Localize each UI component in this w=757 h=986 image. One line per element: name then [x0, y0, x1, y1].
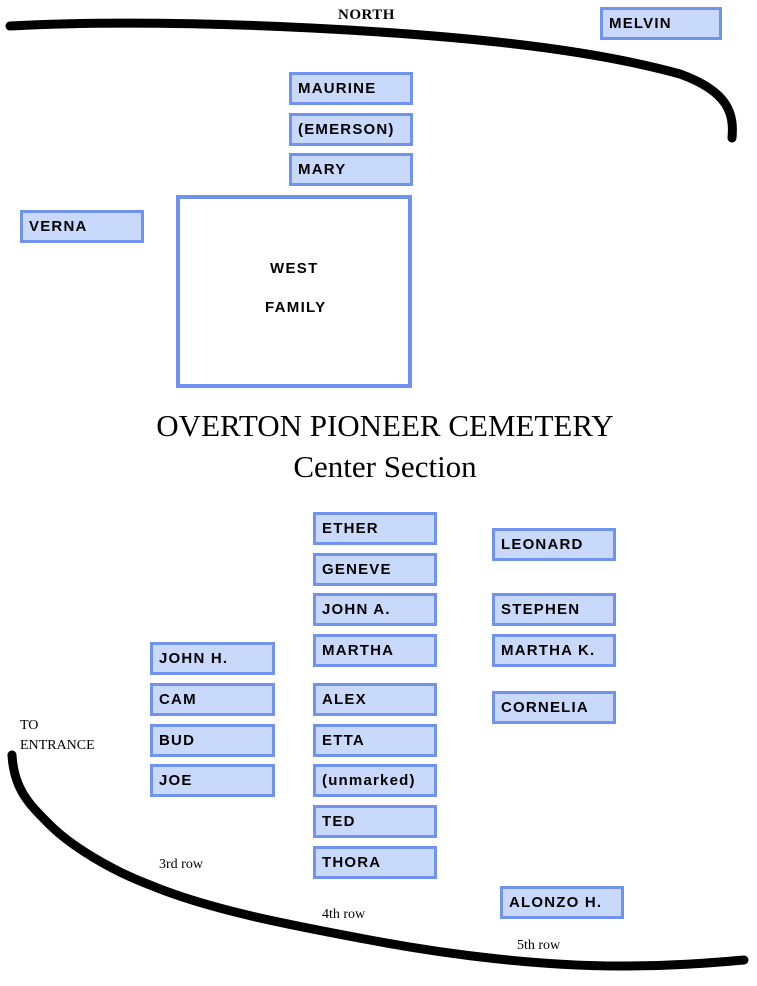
grave-john-a[interactable]: JOHN A.	[313, 593, 437, 626]
north-label: NORTH	[338, 7, 395, 23]
west-family-plot[interactable]	[176, 195, 412, 388]
west-family-label-line2: FAMILY	[265, 299, 327, 316]
grave-joe[interactable]: JOE	[150, 764, 275, 797]
grave-unmarked[interactable]: (unmarked)	[313, 764, 437, 797]
grave-melvin[interactable]: MELVIN	[600, 7, 722, 40]
grave-mary[interactable]: MARY	[289, 153, 413, 186]
grave-stephen[interactable]: STEPHEN	[492, 593, 616, 626]
grave-verna[interactable]: VERNA	[20, 210, 144, 243]
grave-leonard[interactable]: LEONARD	[492, 528, 616, 561]
row-label-5th: 5th row	[517, 938, 561, 953]
grave-alonzo-h[interactable]: ALONZO H.	[500, 886, 624, 919]
south-boundary-line	[7, 750, 749, 971]
map-title: OVERTON PIONEER CEMETERY	[156, 408, 614, 443]
entrance-label-line1: TO	[20, 718, 39, 733]
grave-alex[interactable]: ALEX	[313, 683, 437, 716]
grave-geneve[interactable]: GENEVE	[313, 553, 437, 586]
north-boundary-line	[5, 18, 737, 143]
row-label-4th: 4th row	[322, 907, 366, 922]
grave-cornelia[interactable]: CORNELIA	[492, 691, 616, 724]
row-label-3rd: 3rd row	[159, 857, 203, 872]
grave-cam[interactable]: CAM	[150, 683, 275, 716]
grave-ether[interactable]: ETHER	[313, 512, 437, 545]
grave-ted[interactable]: TED	[313, 805, 437, 838]
grave-martha-k[interactable]: MARTHA K.	[492, 634, 616, 667]
grave-emerson[interactable]: (EMERSON)	[289, 113, 413, 146]
grave-john-h[interactable]: JOHN H.	[150, 642, 275, 675]
grave-etta[interactable]: ETTA	[313, 724, 437, 757]
entrance-label-line2: ENTRANCE	[20, 738, 95, 753]
grave-bud[interactable]: BUD	[150, 724, 275, 757]
grave-maurine[interactable]: MAURINE	[289, 72, 413, 105]
west-family-label-line1: WEST	[270, 260, 319, 277]
grave-martha[interactable]: MARTHA	[313, 634, 437, 667]
map-subtitle: Center Section	[293, 449, 477, 484]
grave-thora[interactable]: THORA	[313, 846, 437, 879]
